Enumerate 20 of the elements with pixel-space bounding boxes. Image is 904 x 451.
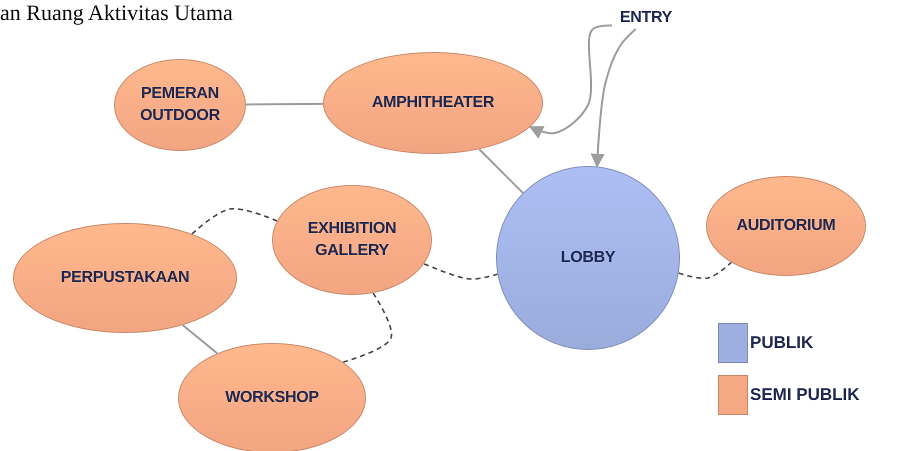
legend-label: SEMI PUBLIK [750,385,860,405]
entry-label: ENTRY [620,8,672,28]
dashed-connector [342,292,392,363]
arrow [528,24,612,139]
connector [478,148,524,194]
connector [246,102,324,106]
node-label: PERPUSTAKAAN [60,268,190,288]
legend-label: PUBLIK [750,333,814,353]
node-label: AUDITORIUM [736,216,836,236]
connector [182,324,218,354]
node-label: EXHIBITION GALLERY [306,219,398,261]
arrow [590,28,636,168]
node-label: PEMERAN OUTDOOR [139,84,221,126]
dashed-connector [678,262,732,280]
node-label: WORKSHOP [225,388,319,408]
diagram-title: an Ruang Aktivitas Utama [0,0,233,26]
node-label: AMPHITHEATER [372,93,494,114]
dashed-connector [192,208,278,235]
node-label: LOBBY [560,248,616,268]
dashed-connector [424,263,498,280]
